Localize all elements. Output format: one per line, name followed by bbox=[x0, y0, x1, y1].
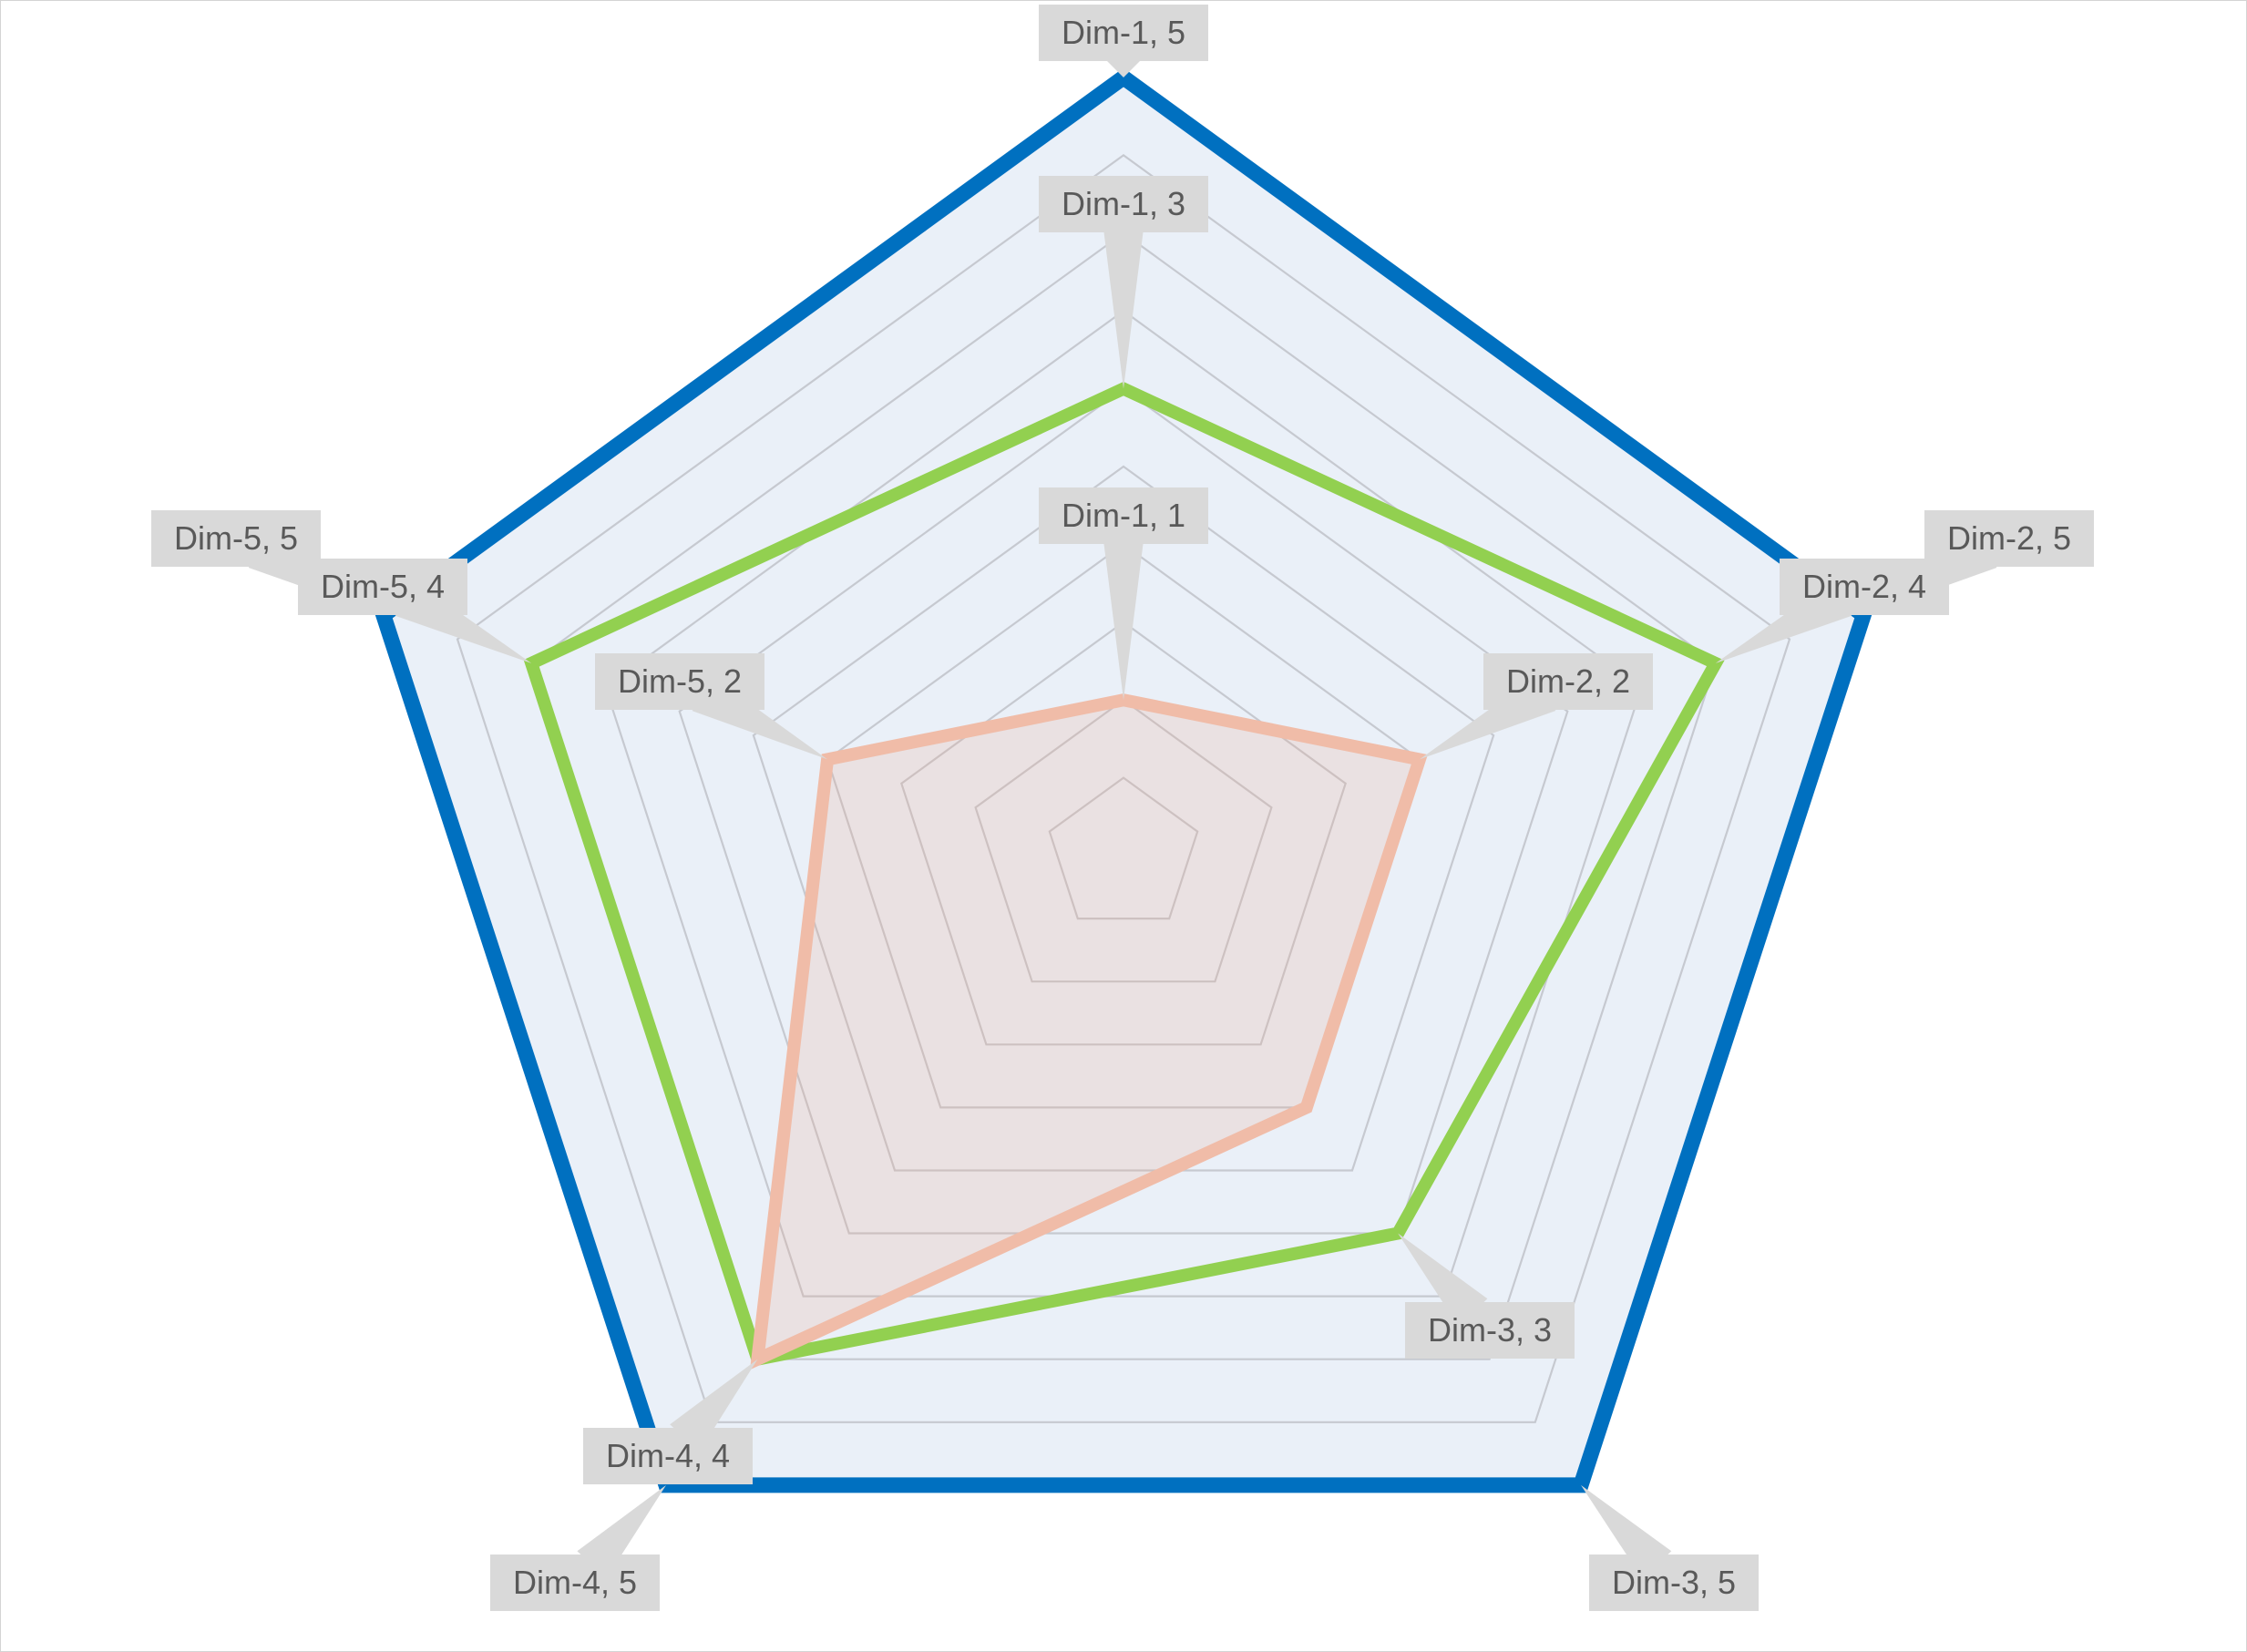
series-line-3 bbox=[750, 693, 1428, 1370]
data-label-text: Dim-1, 3 bbox=[1062, 185, 1185, 222]
data-label-box bbox=[1405, 1302, 1575, 1359]
data-label-text: Dim-2, 2 bbox=[1506, 662, 1630, 700]
grid-rings bbox=[456, 154, 1791, 1423]
grid-ring bbox=[604, 309, 1643, 1298]
data-label-text: Dim-5, 4 bbox=[321, 568, 445, 605]
data-label: Dim-2, 4 bbox=[1715, 559, 1949, 663]
grid-ring bbox=[1048, 776, 1199, 920]
series-layer bbox=[374, 67, 1873, 1493]
data-label: Dim-1, 3 bbox=[1039, 176, 1208, 389]
data-label-text: Dim-4, 5 bbox=[513, 1564, 637, 1601]
data-label-text: Dim-5, 2 bbox=[618, 662, 742, 700]
data-label-box bbox=[151, 510, 321, 567]
grid-ring bbox=[529, 231, 1718, 1360]
data-label-text: Dim-2, 5 bbox=[1947, 519, 2071, 557]
data-label-text: Dim-5, 5 bbox=[174, 519, 298, 557]
data-label: Dim-3, 5 bbox=[1581, 1484, 1759, 1611]
grid-ring bbox=[974, 698, 1273, 983]
data-label: Dim-3, 3 bbox=[1398, 1233, 1575, 1359]
data-label-box bbox=[1780, 559, 1949, 615]
data-label-box bbox=[595, 653, 764, 710]
data-label-box bbox=[1483, 653, 1653, 710]
grid-ring bbox=[826, 543, 1421, 1109]
data-label: Dim-5, 4 bbox=[298, 559, 532, 663]
data-label-box bbox=[1924, 510, 2094, 567]
data-label-box bbox=[1039, 5, 1208, 61]
data-label: Dim-2, 2 bbox=[1419, 653, 1653, 760]
plot-area bbox=[383, 77, 1864, 1485]
data-label-text: Dim-1, 5 bbox=[1062, 14, 1185, 51]
data-label-box bbox=[1039, 176, 1208, 232]
data-label-box bbox=[490, 1555, 660, 1611]
grid-ring bbox=[752, 465, 1495, 1172]
data-label-box bbox=[1039, 487, 1208, 544]
data-label-text: Dim-3, 5 bbox=[1612, 1564, 1736, 1601]
grid-ring bbox=[900, 621, 1347, 1046]
data-label-text: Dim-3, 3 bbox=[1428, 1311, 1552, 1349]
series-line-1 bbox=[374, 67, 1873, 1493]
data-label: Dim-4, 5 bbox=[490, 1484, 666, 1611]
data-label-pointer bbox=[1103, 540, 1144, 701]
data-label: Dim-4, 4 bbox=[583, 1359, 758, 1484]
data-label-pointer bbox=[1103, 229, 1144, 389]
plot-area-fill bbox=[383, 77, 1864, 1485]
data-label: Dim-1, 1 bbox=[1039, 487, 1208, 701]
data-label-box bbox=[1589, 1555, 1759, 1611]
data-label-box bbox=[583, 1428, 753, 1484]
data-label-text: Dim-4, 4 bbox=[606, 1437, 730, 1474]
data-label-text: Dim-2, 4 bbox=[1802, 568, 1926, 605]
data-label: Dim-5, 2 bbox=[595, 653, 828, 760]
grid-ring bbox=[456, 154, 1791, 1423]
data-label-text: Dim-1, 1 bbox=[1062, 497, 1185, 534]
data-labels: Dim-1, 5 Dim-2, 5 Dim-3, 5 Dim-4, 5 Dim-5, 5… bbox=[151, 5, 2094, 1611]
data-label-box bbox=[298, 559, 467, 615]
data-label-pointer bbox=[1103, 57, 1144, 77]
data-label: Dim-1, 5 bbox=[1039, 5, 1208, 77]
series-line-2 bbox=[523, 381, 1725, 1367]
